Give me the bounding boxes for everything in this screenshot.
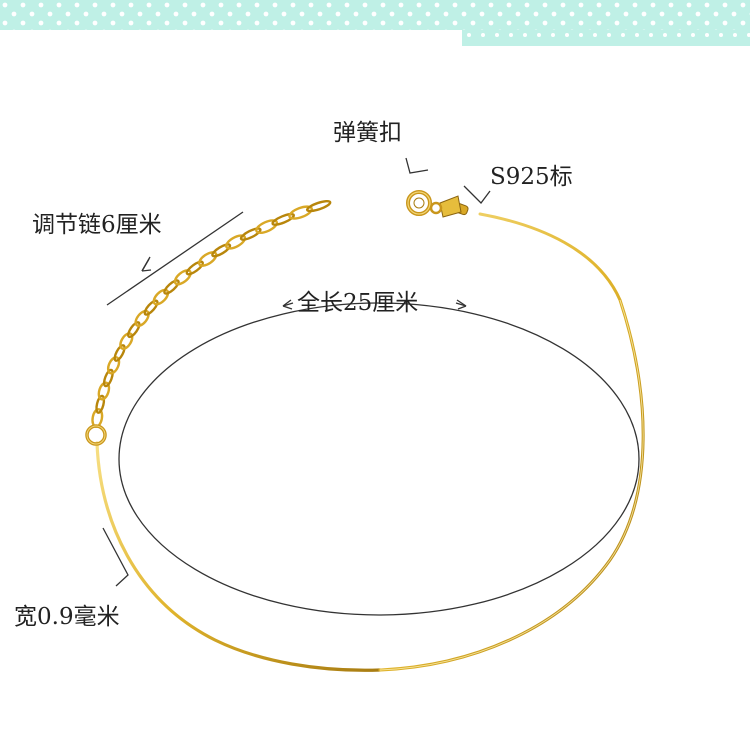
top-dotted-banner [0,0,750,46]
label-total-length: 全长25厘米 [297,290,419,316]
extension-chain-link [197,251,218,267]
annotation-spring-clasp [405,157,429,174]
extension-chain-link [127,321,141,339]
extension-chain-link [185,260,204,276]
annotation-s925 [463,185,491,204]
annotation-extension-chain [106,211,244,306]
extension-chain-link [95,394,106,414]
label-extension-chain: 调节链6厘米 [32,212,162,238]
extension-chain-link [106,356,121,375]
extension-chain-link [143,299,159,316]
extension-chain-link [163,279,180,295]
extension-chain-link [119,332,134,350]
extension-chain-link [211,243,232,258]
extension-chain-link [152,288,170,306]
extension-chain-link [134,309,150,328]
annotation-total-length [282,299,467,310]
bracelet-chain-left [95,441,382,672]
s925-tag [439,195,462,218]
extension-chain-link [113,344,126,362]
extension-chain-link [97,381,111,401]
extension-chain-link [255,219,279,235]
bracelet-chain-right [378,212,645,672]
label-spring-clasp: 弹簧扣 [333,120,402,146]
label-width: 宽0.9毫米 [14,604,120,630]
extension-chain-link [305,199,332,213]
label-s925-mark: S925标 [490,164,573,190]
extension-chain-link [173,269,192,286]
extension-chain-link [288,205,313,220]
extension-chain-link [271,212,296,226]
annotation-width [102,527,129,587]
length-ellipse [118,302,640,616]
extension-chain-link [102,368,114,388]
extension-chain-link [239,227,262,241]
spring-clasp [406,190,443,216]
extension-chain-link [225,234,247,250]
